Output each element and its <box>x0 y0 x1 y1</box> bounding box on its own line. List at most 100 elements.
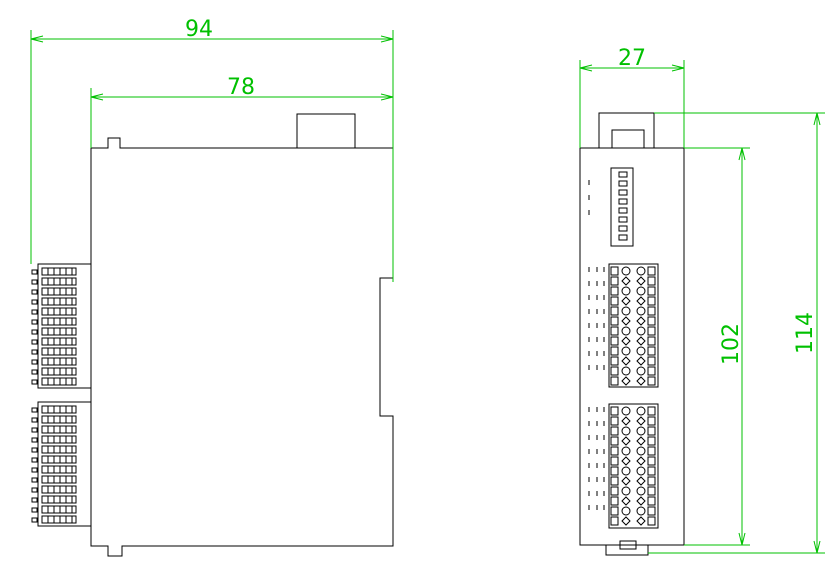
terminal-release <box>621 436 631 446</box>
side-terminal-tab <box>31 447 38 453</box>
side-terminal-tab <box>31 349 38 355</box>
terminal-screw <box>636 506 646 516</box>
front-dip-switch <box>610 167 634 247</box>
side-terminal-tab <box>31 467 38 473</box>
side-terminal-tab <box>31 289 38 295</box>
side-terminal-teeth-lower <box>31 405 77 524</box>
side-terminal-slot <box>41 337 77 346</box>
terminal-clamp <box>647 416 656 426</box>
terminal-clamp <box>647 266 656 276</box>
side-terminal-slot <box>41 485 77 494</box>
terminal-screw <box>621 426 631 436</box>
side-terminal-slot <box>41 367 77 376</box>
dip-slot <box>618 198 628 205</box>
side-terminal-tab <box>31 379 38 385</box>
terminal-release <box>621 316 631 326</box>
terminal-screw <box>621 306 631 316</box>
side-terminal-tab <box>31 319 38 325</box>
terminal-clamp <box>610 356 619 366</box>
side-terminal-slot <box>41 277 77 286</box>
terminal-clamp <box>610 326 619 336</box>
side-terminal-tab <box>31 299 38 305</box>
terminal-clamp <box>610 336 619 346</box>
terminal-release <box>636 336 646 346</box>
terminal-clamp <box>610 416 619 426</box>
terminal-release <box>636 296 646 306</box>
side-terminal-slot <box>41 327 77 336</box>
side-body-outline <box>90 137 394 557</box>
dip-slot <box>618 234 628 241</box>
dim-94-arrow-right <box>380 35 394 43</box>
terminal-screw <box>621 446 631 456</box>
terminal-release <box>636 276 646 286</box>
side-terminal-tab <box>31 517 38 523</box>
terminal-clamp <box>610 366 619 376</box>
terminal-screw <box>621 366 631 376</box>
dim-78-arrow-right <box>380 93 394 101</box>
dim-94-arrow-left <box>30 35 44 43</box>
terminal-clamp <box>647 466 656 476</box>
terminal-release <box>621 356 631 366</box>
side-terminal-tab <box>31 437 38 443</box>
terminal-clamp <box>610 266 619 276</box>
side-terminal-tab <box>31 309 38 315</box>
side-terminal-slot <box>41 505 77 514</box>
terminal-clamp <box>647 426 656 436</box>
terminal-screw <box>636 486 646 496</box>
terminal-release <box>621 376 631 386</box>
front-led-marks-lower <box>588 407 605 510</box>
front-view <box>579 112 685 556</box>
side-terminal-slot <box>41 425 77 434</box>
terminal-release <box>621 456 631 466</box>
side-terminal-slot <box>41 307 77 316</box>
terminal-clamp <box>647 406 656 416</box>
terminal-screw <box>621 466 631 476</box>
side-terminal-slot <box>41 495 77 504</box>
terminal-release <box>621 476 631 486</box>
dim-27-arrow-left <box>579 64 593 72</box>
side-terminal-tab <box>31 417 38 423</box>
terminal-release <box>621 496 631 506</box>
side-terminal-slot <box>41 297 77 306</box>
side-terminal-tab <box>31 339 38 345</box>
terminal-release <box>636 376 646 386</box>
terminal-clamp <box>647 296 656 306</box>
terminal-release <box>621 296 631 306</box>
terminal-screw <box>636 346 646 356</box>
side-terminal-slot <box>41 455 77 464</box>
terminal-release <box>636 356 646 366</box>
front-terminal-rows-upper <box>610 266 656 386</box>
front-terminal-block-lower <box>608 403 659 529</box>
terminal-clamp <box>610 456 619 466</box>
terminal-clamp <box>610 316 619 326</box>
side-dimensions: 94 78 <box>30 17 394 282</box>
terminal-screw <box>636 366 646 376</box>
side-terminal-tab <box>31 427 38 433</box>
terminal-clamp <box>647 516 656 526</box>
terminal-clamp <box>647 316 656 326</box>
terminal-release <box>621 336 631 346</box>
dim-114-arrow-top <box>813 112 821 126</box>
terminal-clamp <box>610 486 619 496</box>
side-top-connector <box>296 113 356 149</box>
front-dimensions: 27 102 114 <box>579 46 825 554</box>
side-terminal-slot <box>41 287 77 296</box>
terminal-clamp <box>647 286 656 296</box>
dip-slot <box>618 216 628 223</box>
terminal-clamp <box>647 366 656 376</box>
terminal-clamp <box>647 446 656 456</box>
side-terminal-slot <box>41 465 77 474</box>
terminal-screw <box>621 326 631 336</box>
terminal-clamp <box>647 336 656 346</box>
side-terminal-block-upper <box>37 263 92 389</box>
dip-slot <box>618 189 628 196</box>
side-terminal-slot <box>41 405 77 414</box>
dim-102-label: 102 <box>719 323 744 365</box>
terminal-clamp <box>610 476 619 486</box>
side-terminal-slot <box>41 377 77 386</box>
front-led-marks-upper <box>588 267 605 370</box>
side-terminal-slot <box>41 267 77 276</box>
side-terminal-tab <box>31 457 38 463</box>
side-terminal-tab <box>31 487 38 493</box>
